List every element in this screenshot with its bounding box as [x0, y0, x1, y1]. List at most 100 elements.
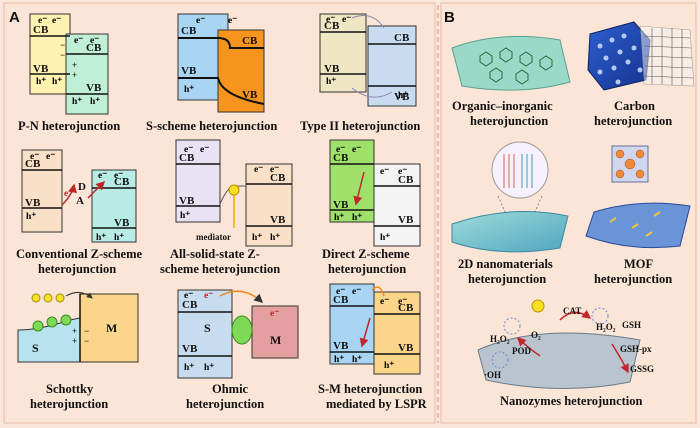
direct-z-right-block — [373, 163, 421, 247]
direct-z-electron-1: e⁻ — [336, 145, 345, 155]
h2o2-left-icon — [503, 317, 521, 335]
conv-z-left-block — [21, 149, 63, 233]
caption-sm-1: S-M heterojunction — [318, 382, 422, 396]
ohmic-junction — [231, 315, 253, 345]
direct-z-diagram: CB VB CB VB e⁻ e⁻ e⁻ e⁻ h⁺ h⁺ h⁺ — [329, 139, 421, 247]
ohmic-electron-3: e⁻ — [270, 309, 279, 319]
sm-hole-3: h⁺ — [384, 361, 394, 371]
sm-m-block — [373, 291, 421, 375]
panel-b-label: B — [444, 9, 455, 26]
caption-ass-z-1: All-solid-state Z- — [170, 247, 260, 261]
pn-cb-right: CB — [86, 42, 102, 54]
pn-diagram: CB VB CB VB e⁻ e⁻ e⁻ e⁻ h⁺ h⁺ h⁺ h⁺ − − … — [29, 13, 109, 115]
nano2d-illustration — [451, 141, 569, 253]
conv-z-donor: D — [78, 181, 86, 193]
ass-z-left-block — [175, 139, 221, 223]
sm-vb-left: VB — [333, 340, 349, 352]
conv-z-cb-right: CB — [114, 176, 130, 188]
direct-z-electron-2: e⁻ — [352, 145, 361, 155]
caption-schottky-1: Schottky — [46, 382, 94, 396]
schottky-minus-2: − — [84, 336, 89, 346]
pn-n-block — [65, 33, 109, 115]
ohmic-electron-2: e⁻ — [204, 291, 213, 301]
type2-hole-1: h⁺ — [326, 77, 336, 87]
schottky-diagram: + + − − S M — [17, 292, 139, 363]
pn-electron-1: e⁻ — [38, 16, 47, 26]
caption-nano2d-2: heterojunction — [468, 272, 546, 286]
ohmic-vb: VB — [182, 343, 198, 355]
conv-z-vb-right: VB — [114, 217, 130, 229]
schottky-minus-1: − — [84, 326, 89, 336]
nanozyme-sheet — [477, 332, 641, 390]
direct-z-cb-right: CB — [398, 174, 414, 186]
sm-hole-2: h⁺ — [352, 355, 362, 365]
nz-oh: ·OH — [484, 370, 501, 380]
s-scheme-electron-1: e⁻ — [196, 16, 205, 26]
nz-h2o2-right: H₂O₂ — [596, 322, 616, 332]
type2-cb-left: CB — [324, 20, 340, 32]
type2-electron-2: e⁻ — [342, 15, 351, 25]
pn-electron-3: e⁻ — [74, 36, 83, 46]
caption-schottky-2: heterojunction — [30, 397, 108, 411]
s-scheme-hole-1: h⁺ — [184, 85, 194, 95]
ass-z-electron-3: e⁻ — [254, 165, 263, 175]
conv-z-vb-left: VB — [25, 197, 41, 209]
conv-z-electron-2: e⁻ — [46, 152, 55, 162]
sm-cb-left: CB — [333, 294, 349, 306]
type2-left-block — [319, 13, 367, 93]
ass-z-hole-1: h⁺ — [180, 211, 190, 221]
type2-hole-2: h⁺ — [398, 91, 408, 101]
sm-s-block — [329, 283, 375, 365]
ass-z-hole-3: h⁺ — [270, 233, 280, 243]
pn-electron-4: e⁻ — [90, 36, 99, 46]
mediator-ball — [228, 184, 240, 196]
ass-z-right-block — [245, 163, 293, 247]
caption-organic-2: heterojunction — [470, 114, 548, 128]
ass-z-electron-4: e⁻ — [270, 165, 279, 175]
h2o2-right-icon — [591, 307, 609, 325]
direct-z-cb-left: CB — [333, 152, 349, 164]
ass-z-electron-1: e⁻ — [184, 145, 193, 155]
pn-plus-1: + — [72, 60, 77, 70]
ass-z-electron-2: e⁻ — [200, 145, 209, 155]
direct-z-electron-4: e⁻ — [398, 167, 407, 177]
sm-electron-1: e⁻ — [336, 287, 345, 297]
ass-z-hole-2: h⁺ — [252, 233, 262, 243]
nanozyme-illustration: O₂ CAT H₂O₂ H₂O₂ POD ·OH GSH GSH-px GSSG — [477, 299, 654, 390]
s-scheme-vb-left: VB — [181, 65, 197, 77]
pn-p-block — [29, 13, 71, 95]
nanozyme-light-icon — [531, 299, 545, 313]
caption-pn: P-N heterojunction — [18, 119, 120, 133]
conv-z-electron-3: e⁻ — [64, 189, 73, 199]
direct-z-hole-1: h⁺ — [334, 213, 344, 223]
schottky-m-label: M — [106, 321, 117, 335]
panel-a-label: A — [9, 9, 20, 26]
carbon-illustration — [587, 21, 695, 91]
pn-hole-4: h⁺ — [90, 97, 100, 107]
direct-z-electron-3: e⁻ — [380, 167, 389, 177]
nano2d-sheet — [451, 211, 569, 253]
conv-z-cb-left: CB — [25, 158, 41, 170]
graphene-mesh — [639, 25, 695, 87]
ohmic-s-label: S — [204, 321, 211, 335]
caption-ohmic-1: Ohmic — [212, 382, 249, 396]
nz-gsh-px: GSH-px — [620, 344, 652, 354]
type2-electron-1: e⁻ — [326, 15, 335, 25]
pn-hole-2: h⁺ — [52, 77, 62, 87]
s-scheme-electron-2: e⁻ — [228, 16, 237, 26]
caption-conv-z-1: Conventional Z-scheme — [16, 247, 142, 261]
caption-direct-z-2: heterojunction — [328, 262, 406, 276]
pn-cb-left: CB — [33, 24, 49, 36]
direct-z-left-block — [329, 139, 375, 223]
schottky-s-label: S — [32, 341, 39, 355]
pn-vb-right: VB — [86, 82, 102, 94]
pn-minus-2: − — [60, 50, 65, 60]
s-scheme-vb-right: VB — [242, 89, 258, 101]
sm-vb-right: VB — [398, 342, 414, 354]
pn-hole-3: h⁺ — [72, 97, 82, 107]
s-scheme-cb-right: CB — [242, 35, 258, 47]
conv-z-electron-1: e⁻ — [30, 152, 39, 162]
direct-z-vb-left: VB — [333, 199, 349, 211]
organic-sheet — [451, 35, 571, 91]
ohmic-s-block — [177, 289, 233, 379]
